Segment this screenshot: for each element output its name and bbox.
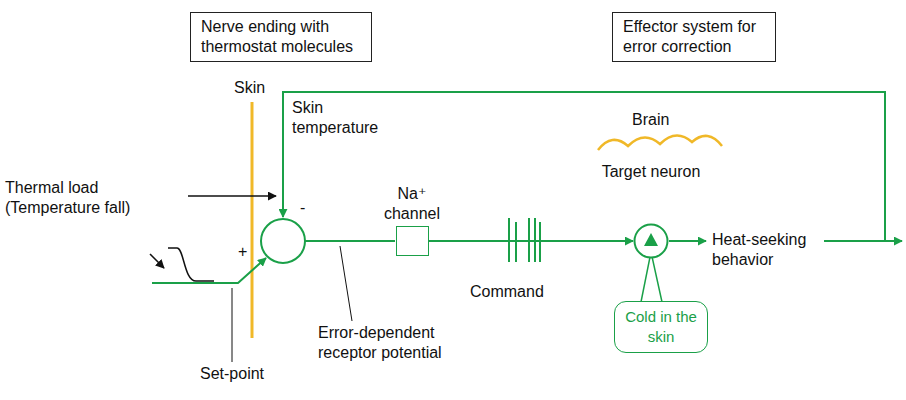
callout-text: Cold in the skin xyxy=(621,307,701,347)
thermal-load-arrow xyxy=(188,195,276,197)
callout-tail xyxy=(641,252,662,302)
error-wire xyxy=(305,240,395,242)
node-text: Effector system for error correction xyxy=(623,17,765,57)
skin-line xyxy=(251,102,254,338)
sign-label: - xyxy=(300,198,314,218)
load-label: Thermal load (Temperature fall) xyxy=(5,178,155,218)
signal-connector xyxy=(429,240,634,242)
feedback-wire xyxy=(283,92,885,241)
sign-label: + xyxy=(238,242,252,262)
neuron-node: Target neuron xyxy=(591,162,711,259)
callout-bubble: Cold in the skin xyxy=(614,301,708,353)
output-wire xyxy=(669,240,706,242)
connector-label: Command xyxy=(468,282,546,302)
signal-label: Skin temperature xyxy=(292,98,392,138)
behavior-label: Heat-seeking behavior xyxy=(712,230,822,270)
effector-box: Effector system for error correction xyxy=(612,12,776,62)
sensor-box: Nerve ending with thermostat molecules xyxy=(190,12,372,62)
brain-label: Brain xyxy=(632,110,692,130)
setpoint-wire xyxy=(152,258,266,283)
node-text: Nerve ending with thermostat molecules xyxy=(201,17,361,57)
node-text: Target neuron xyxy=(591,162,711,182)
neuron-circle xyxy=(633,223,669,259)
summing-junction xyxy=(261,219,305,263)
potential-label: Error-dependent receptor potential xyxy=(318,323,468,363)
potential-leader xyxy=(340,246,352,321)
temperature-curve xyxy=(168,248,214,281)
behavior-wire xyxy=(824,240,902,242)
node-text: Na⁺ channel xyxy=(372,184,452,224)
channel-node: Na⁺ channel xyxy=(372,184,452,256)
fall-arrow xyxy=(150,254,164,268)
setpoint-leader xyxy=(232,288,233,362)
skin-label: Skin xyxy=(234,78,274,98)
setpoint-label: Set-point xyxy=(200,364,280,384)
brain-outline xyxy=(598,135,722,150)
channel-square xyxy=(396,226,429,256)
